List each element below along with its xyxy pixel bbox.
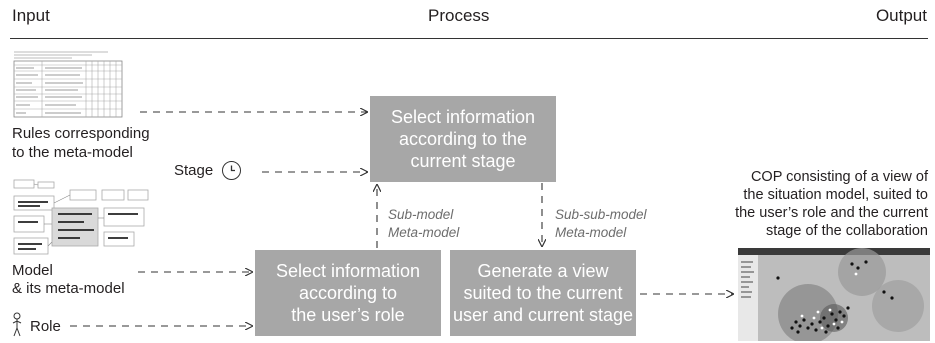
generate-view-line3: user and current stage bbox=[452, 305, 634, 325]
select-by-role-line2: according to bbox=[298, 283, 398, 303]
select-by-stage-line3: current stage bbox=[410, 151, 516, 171]
rules-table-thumbnail bbox=[12, 49, 124, 119]
rules-label-line2: to the meta-model bbox=[12, 144, 133, 161]
output-caption-line1: COP consisting of a view of bbox=[750, 169, 928, 185]
flow-label-sub-sub-model: Sub-sub-model bbox=[555, 207, 647, 222]
stage-label: Stage bbox=[174, 162, 214, 179]
person-icon bbox=[11, 312, 23, 338]
select-by-stage-box: Select information according to the curr… bbox=[370, 96, 556, 182]
flow-label-meta-model-left: Meta-model bbox=[388, 225, 460, 240]
output-header: Output bbox=[875, 6, 927, 25]
output-caption-line4: stage of the collaboration bbox=[765, 223, 928, 239]
select-by-role-line1: Select information bbox=[275, 261, 421, 281]
output-caption: COP consisting of a view of the situatio… bbox=[735, 168, 928, 240]
flow-label-sub-model: Sub-model bbox=[388, 207, 454, 222]
flow-label-meta-model-right: Meta-model bbox=[555, 225, 627, 240]
rules-label-line1: Rules corresponding bbox=[12, 125, 150, 142]
model-label-line2: & its meta-model bbox=[12, 280, 125, 297]
generate-view-line1: Generate a view bbox=[477, 261, 609, 281]
process-header: Process bbox=[428, 6, 490, 25]
cop-view-thumbnail bbox=[738, 248, 930, 341]
model-diagram-thumbnail bbox=[12, 178, 152, 258]
select-by-role-box: Select information according to the user… bbox=[255, 250, 441, 336]
role-label: Role bbox=[30, 318, 61, 335]
select-by-role-line3: the user’s role bbox=[291, 305, 405, 325]
select-by-stage-line2: according to the bbox=[398, 129, 528, 149]
generate-view-line2: suited to the current bbox=[463, 283, 623, 303]
model-label-line1: Model bbox=[12, 262, 53, 279]
input-header: Input bbox=[12, 6, 50, 25]
clock-icon bbox=[222, 161, 241, 180]
output-caption-line3: the user’s role and the current bbox=[735, 205, 928, 221]
header-divider bbox=[10, 38, 928, 39]
select-by-stage-line1: Select information bbox=[390, 107, 536, 127]
generate-view-box: Generate a view suited to the current us… bbox=[450, 250, 636, 336]
output-caption-line2: the situation model, suited to bbox=[743, 187, 928, 203]
